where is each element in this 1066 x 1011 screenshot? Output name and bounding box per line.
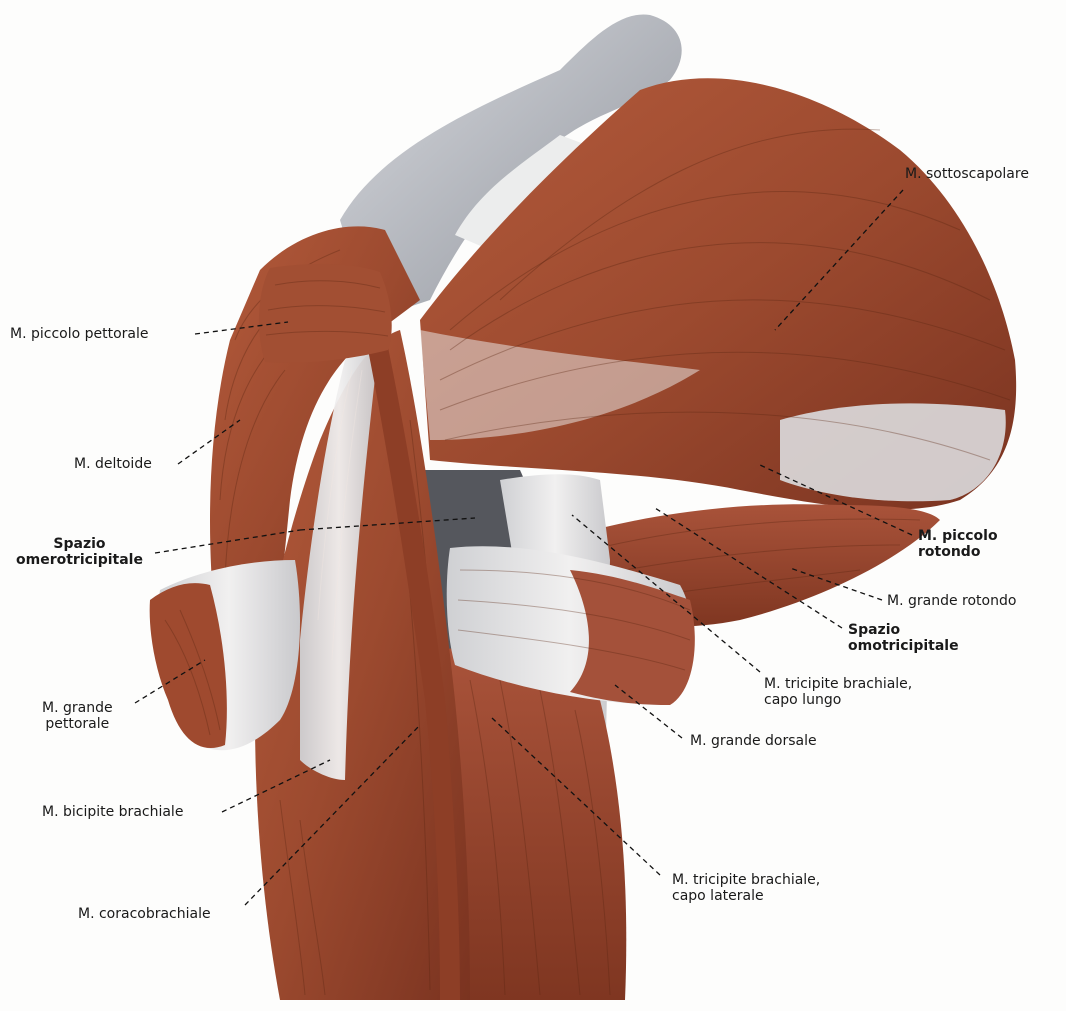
label-deltoide: M. deltoide (74, 456, 152, 472)
coracobrachialis-muscle (360, 300, 460, 1000)
leader-coracobrachiale (244, 724, 421, 906)
label-coracobrachiale: M. coracobrachiale (78, 906, 211, 922)
leader-tricipite-capo-laterale (491, 717, 661, 876)
label-sottoscapolare: M. sottoscapolare (905, 166, 1029, 182)
biceps-muscle (255, 330, 470, 1000)
leader-tricipite-capo-lungo (571, 514, 761, 673)
leader-lines (134, 189, 913, 906)
label-spazio-omerotricipitale: Spazio omerotricipitale (16, 536, 143, 568)
pectoralis-major-fibers (164, 609, 221, 736)
label-tricipite-capo-laterale: M. tricipite brachiale, capo laterale (672, 872, 821, 904)
pectoralis-minor-fibers (265, 280, 389, 337)
label-spazio-omotricipitale: Spazio omotricipitale (848, 622, 959, 654)
label-bicipite-brachiale: M. bicipite brachiale (42, 804, 184, 820)
leader-grande-pettorale (134, 659, 206, 704)
leader-grande-rotondo (789, 567, 883, 601)
pectoralis-major-stump (149, 583, 227, 748)
leader-spazio-omotricipitale (654, 507, 843, 629)
pectoralis-minor-stump (258, 263, 392, 363)
leader-sottoscapolare (774, 189, 904, 331)
leader-piccolo-pettorale (194, 321, 289, 335)
leader-spazio-omerotricipitale-b (299, 517, 476, 531)
triceps-lateral-head-muscle (440, 647, 627, 1000)
label-piccolo-pettorale: M. piccolo pettorale (10, 326, 149, 342)
label-piccolo-rotondo: M. piccolo rotondo (918, 528, 998, 560)
leader-deltoide (177, 419, 241, 465)
label-grande-rotondo: M. grande rotondo (887, 593, 1017, 609)
clavicle-bone (340, 14, 682, 320)
subscapularis-sheen (420, 330, 700, 440)
subscapularis-fibers (439, 128, 1011, 461)
leader-bicipite-brachiale (221, 759, 331, 813)
biceps-tendon (300, 348, 378, 780)
label-grande-dorsale: M. grande dorsale (690, 733, 817, 749)
label-grande-pettorale: M. grande pettorale (42, 700, 113, 732)
subscapularis-tendon (780, 403, 1006, 502)
leader-spazio-omerotricipitale-a (154, 529, 301, 554)
latissimus-fibers (457, 569, 691, 671)
latissimus-dorsi-stump (570, 570, 695, 705)
triceps-fibers (469, 679, 611, 996)
label-tricipite-capo-lungo: M. tricipite brachiale, capo lungo (764, 676, 913, 708)
leader-piccolo-rotondo (759, 464, 913, 536)
